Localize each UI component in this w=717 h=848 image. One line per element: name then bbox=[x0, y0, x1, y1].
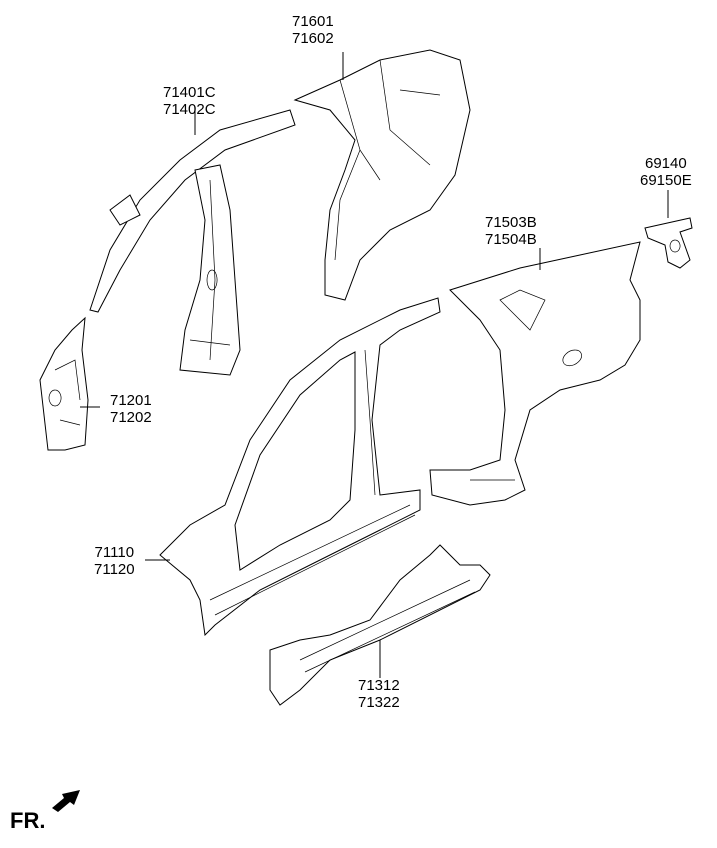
quarter-inner-panel bbox=[293, 49, 471, 301]
part-number: 71401C bbox=[163, 84, 216, 101]
fuel-filler-bracket bbox=[644, 217, 693, 269]
side-sill-panel bbox=[269, 544, 491, 706]
quarter-outer-panel bbox=[429, 241, 641, 506]
part-number: 71601 bbox=[292, 13, 334, 30]
part-number: 71201 bbox=[110, 392, 152, 409]
front-orientation-label: FR. bbox=[10, 808, 46, 833]
part-number: 71322 bbox=[358, 694, 400, 711]
part-number: 69140 bbox=[645, 155, 687, 172]
part-number: 71402C bbox=[163, 101, 216, 118]
part-number: 71312 bbox=[358, 677, 400, 694]
part-number: 71120 bbox=[94, 561, 135, 578]
front-pillar-panel bbox=[39, 316, 89, 451]
part-number: 71602 bbox=[292, 30, 334, 47]
part-number: 71110 bbox=[94, 544, 135, 561]
part-number: 69150E bbox=[640, 172, 692, 189]
side-outer-panel bbox=[159, 297, 441, 637]
front-direction-arrow-icon bbox=[52, 790, 80, 812]
part-number: 71202 bbox=[110, 409, 152, 426]
part-number: 71503B bbox=[485, 214, 537, 231]
roof-rail-panel bbox=[89, 109, 296, 376]
part-number: 71504B bbox=[485, 231, 537, 248]
